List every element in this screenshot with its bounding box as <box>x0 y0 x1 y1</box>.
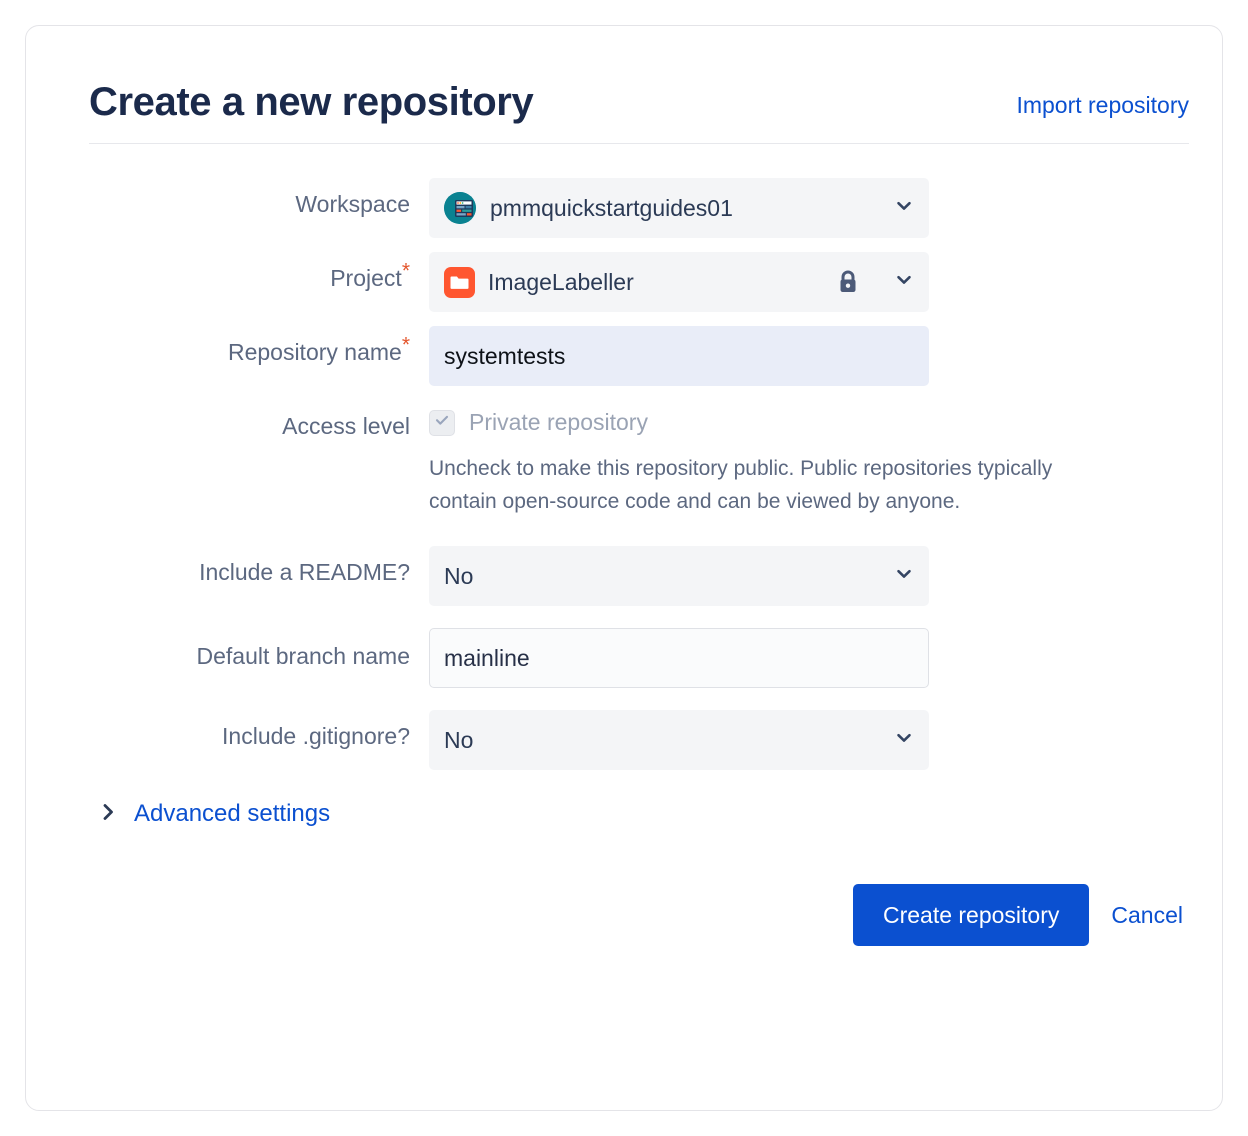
chevron-down-icon <box>894 196 914 221</box>
workspace-label: Workspace <box>295 191 410 217</box>
include-readme-value: No <box>444 562 474 589</box>
include-readme-select[interactable]: No <box>429 546 929 607</box>
project-label-text: Project <box>330 265 402 291</box>
workspace-value: pmmquickstartguides01 <box>490 194 733 221</box>
form-row-project: Project* ImageLabeller <box>89 252 1189 312</box>
chevron-down-icon <box>894 728 914 753</box>
project-select[interactable]: ImageLabeller <box>429 252 929 312</box>
workspace-avatar-icon <box>444 192 476 224</box>
include-gitignore-value: No <box>444 726 474 753</box>
form-row-default-branch: Default branch name <box>89 628 1189 689</box>
advanced-settings-toggle[interactable]: Advanced settings <box>101 800 330 828</box>
create-repository-card: Create a new repository Import repositor… <box>25 25 1223 1111</box>
private-repository-checkbox <box>429 409 455 436</box>
form-row-access-level: Access level Private repository Unchec <box>89 400 1189 518</box>
form-row-include-gitignore: Include .gitignore? No <box>89 710 1189 771</box>
project-required-marker: * <box>401 259 410 283</box>
access-level-label: Access level <box>282 413 410 439</box>
checkmark-icon <box>434 412 450 433</box>
repository-name-required-marker: * <box>401 333 410 357</box>
repository-name-label-text: Repository name <box>227 339 402 365</box>
default-branch-label: Default branch name <box>196 643 410 670</box>
chevron-down-icon <box>894 564 914 589</box>
import-repository-link[interactable]: Import repository <box>1016 92 1189 118</box>
page-title: Create a new repository <box>89 80 534 124</box>
create-repository-form: Workspace <box>89 178 1189 828</box>
access-level-help-text: Uncheck to make this repository public. … <box>429 457 1053 513</box>
card-header: Create a new repository Import repositor… <box>89 79 1189 144</box>
include-gitignore-label: Include .gitignore? <box>222 723 410 750</box>
form-row-workspace: Workspace <box>89 178 1189 238</box>
private-repository-label: Private repository <box>469 409 648 435</box>
repository-name-input[interactable] <box>429 326 929 386</box>
private-repository-checkbox-row[interactable]: Private repository <box>429 400 1129 436</box>
project-value: ImageLabeller <box>488 268 634 295</box>
form-row-include-readme: Include a README? No <box>89 546 1189 607</box>
include-readme-label: Include a README? <box>199 559 410 586</box>
project-label: Project* <box>89 252 429 293</box>
advanced-settings-label: Advanced settings <box>134 800 331 828</box>
chevron-right-icon <box>101 801 117 828</box>
repository-name-label: Repository name* <box>89 326 429 367</box>
folder-icon <box>444 266 475 298</box>
include-gitignore-select[interactable]: No <box>429 710 929 771</box>
default-branch-input[interactable] <box>429 628 929 689</box>
workspace-select[interactable]: pmmquickstartguides01 <box>429 178 929 238</box>
form-row-repository-name: Repository name* <box>89 326 1189 386</box>
form-actions: Create repository Cancel <box>89 884 1189 947</box>
cancel-button[interactable]: Cancel <box>1111 901 1183 928</box>
lock-icon <box>836 269 860 295</box>
create-repository-button[interactable]: Create repository <box>852 884 1090 947</box>
chevron-down-icon <box>894 270 914 295</box>
